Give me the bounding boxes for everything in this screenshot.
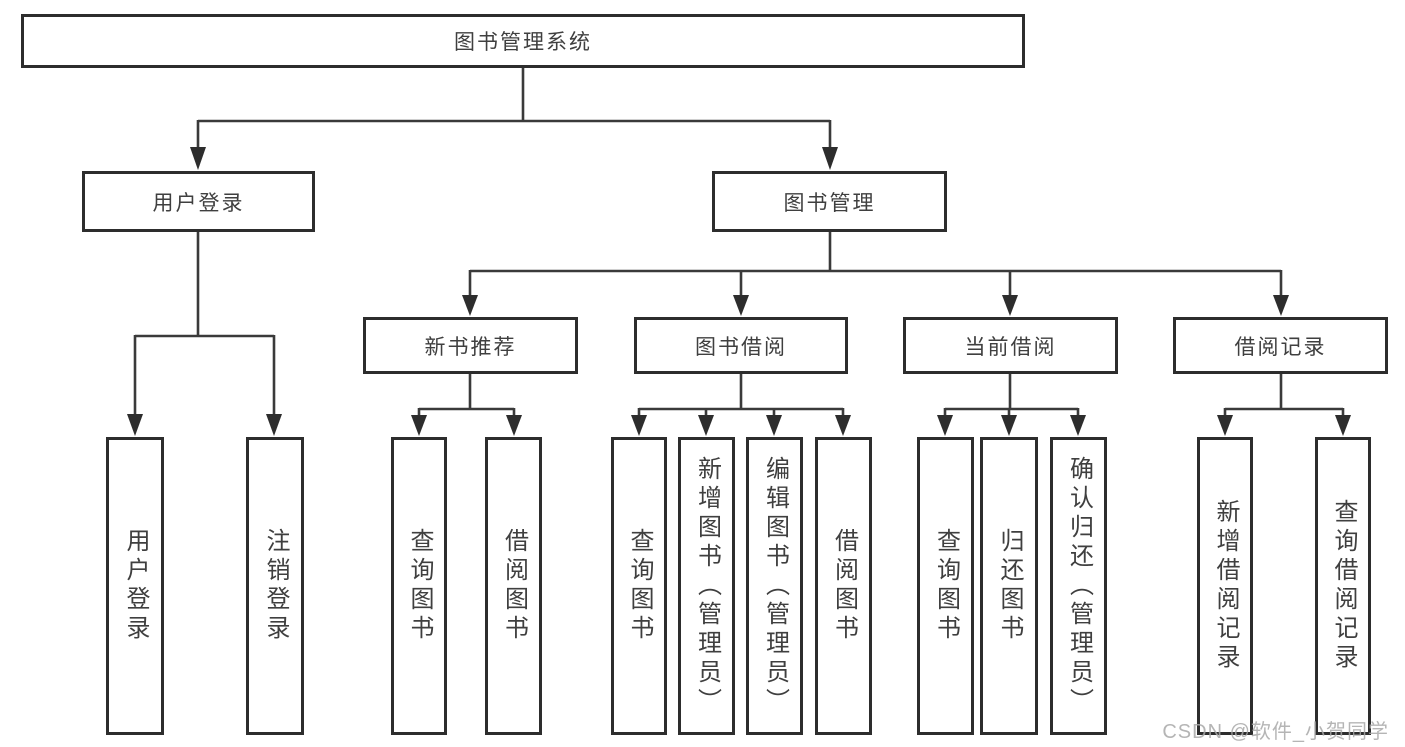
- node-book-management: 图书管理: [712, 171, 947, 232]
- leaf-user-login: 用户登录: [106, 437, 164, 735]
- leaf-borrow-books: 借阅图书: [815, 437, 872, 735]
- leaf-query-books-recommend-label: 查询图书: [406, 528, 433, 644]
- leaf-query-books-recommend: 查询图书: [391, 437, 447, 735]
- node-borrow-records: 借阅记录: [1173, 317, 1388, 374]
- leaf-logout-label: 注销登录: [262, 528, 289, 644]
- node-current-borrow: 当前借阅: [903, 317, 1118, 374]
- node-borrow-records-label: 借阅记录: [1234, 335, 1327, 359]
- leaf-add-book-admin: 新增图书（管理员）: [678, 437, 735, 735]
- leaf-return-book: 归还图书: [980, 437, 1038, 735]
- leaf-query-books-borrow: 查询图书: [611, 437, 667, 735]
- leaf-logout: 注销登录: [246, 437, 304, 735]
- leaf-borrow-books-label: 借阅图书: [830, 528, 858, 644]
- leaf-user-login-label: 用户登录: [122, 528, 149, 644]
- leaf-query-borrow-record-label: 查询借阅记录: [1330, 499, 1357, 673]
- node-new-book-recommend: 新书推荐: [363, 317, 578, 374]
- leaf-return-book-label: 归还图书: [996, 528, 1023, 644]
- node-book-borrow: 图书借阅: [634, 317, 848, 374]
- leaf-edit-book-admin: 编辑图书（管理员）: [746, 437, 803, 735]
- node-root-label: 图书管理系统: [454, 31, 592, 54]
- leaf-edit-book-admin-label: 编辑图书（管理员）: [761, 455, 789, 717]
- node-book-management-label: 图书管理: [783, 191, 876, 215]
- node-user-login: 用户登录: [82, 171, 315, 232]
- node-root: 图书管理系统: [21, 14, 1025, 68]
- leaf-query-books-borrow-label: 查询图书: [626, 528, 653, 644]
- leaf-add-borrow-record-label: 新增借阅记录: [1212, 499, 1239, 673]
- leaf-confirm-return-admin-label: 确认归还（管理员）: [1065, 455, 1093, 717]
- node-current-borrow-label: 当前借阅: [964, 335, 1057, 359]
- watermark-text: CSDN @软件_小贺同学: [1162, 721, 1389, 743]
- leaf-confirm-return-admin: 确认归还（管理员）: [1050, 437, 1107, 735]
- leaf-add-borrow-record: 新增借阅记录: [1197, 437, 1253, 735]
- node-book-borrow-label: 图书借阅: [695, 335, 787, 359]
- leaf-borrow-books-recommend: 借阅图书: [485, 437, 542, 735]
- node-user-login-label: 用户登录: [152, 191, 245, 215]
- leaf-borrow-books-recommend-label: 借阅图书: [500, 528, 528, 644]
- leaf-add-book-admin-label: 新增图书（管理员）: [693, 455, 721, 717]
- leaf-query-books-current-label: 查询图书: [932, 528, 960, 644]
- leaf-query-books-current: 查询图书: [917, 437, 974, 735]
- leaf-query-borrow-record: 查询借阅记录: [1315, 437, 1371, 735]
- node-new-book-recommend-label: 新书推荐: [424, 335, 517, 359]
